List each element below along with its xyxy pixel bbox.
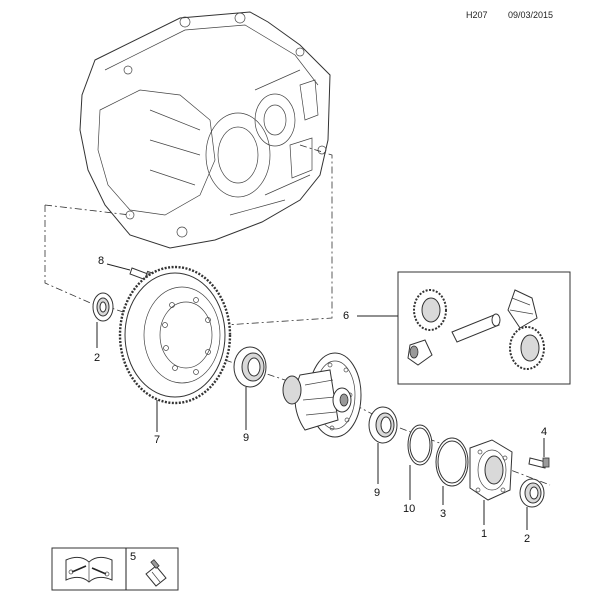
legend-item-number: 5: [130, 551, 136, 563]
callout-1: 1: [481, 528, 487, 540]
shim-ring-part-10: [407, 424, 433, 466]
callout-labels: 8 2 7 9 6 9 10 3 1 4 2: [94, 255, 547, 545]
sealant-tube-icon: [145, 559, 167, 587]
repair-manual-icon: [65, 556, 113, 583]
leader-lines: [96, 263, 545, 530]
oil-seal-part-2-left: [92, 292, 114, 322]
callout-4: 4: [541, 426, 547, 438]
callout-9-right: 9: [374, 487, 380, 499]
bearing-cap-part-1: [469, 439, 513, 501]
callout-2-right: 2: [524, 533, 530, 545]
callout-8: 8: [98, 255, 104, 267]
bearing-part-9-left: [233, 346, 267, 388]
oil-seal-part-2-right: [519, 478, 545, 508]
bearing-part-9-right: [368, 406, 398, 444]
callout-6: 6: [343, 310, 349, 322]
callout-3: 3: [440, 508, 446, 520]
callout-10: 10: [403, 503, 415, 515]
o-ring-part-3: [435, 437, 469, 487]
differential-internals-inset: [357, 271, 571, 385]
diagram-code: H207: [466, 10, 488, 20]
differential-housing-part-6: [282, 352, 362, 438]
legend-box: 5: [51, 547, 179, 591]
callout-9-left: 9: [243, 432, 249, 444]
diagram-date: 09/03/2015: [508, 10, 554, 20]
bolt-part-4: [528, 457, 550, 469]
crown-gear-part-7: [118, 265, 232, 405]
transmission-housing: [79, 11, 331, 249]
callout-2-left: 2: [94, 352, 100, 364]
callout-7: 7: [154, 434, 160, 446]
